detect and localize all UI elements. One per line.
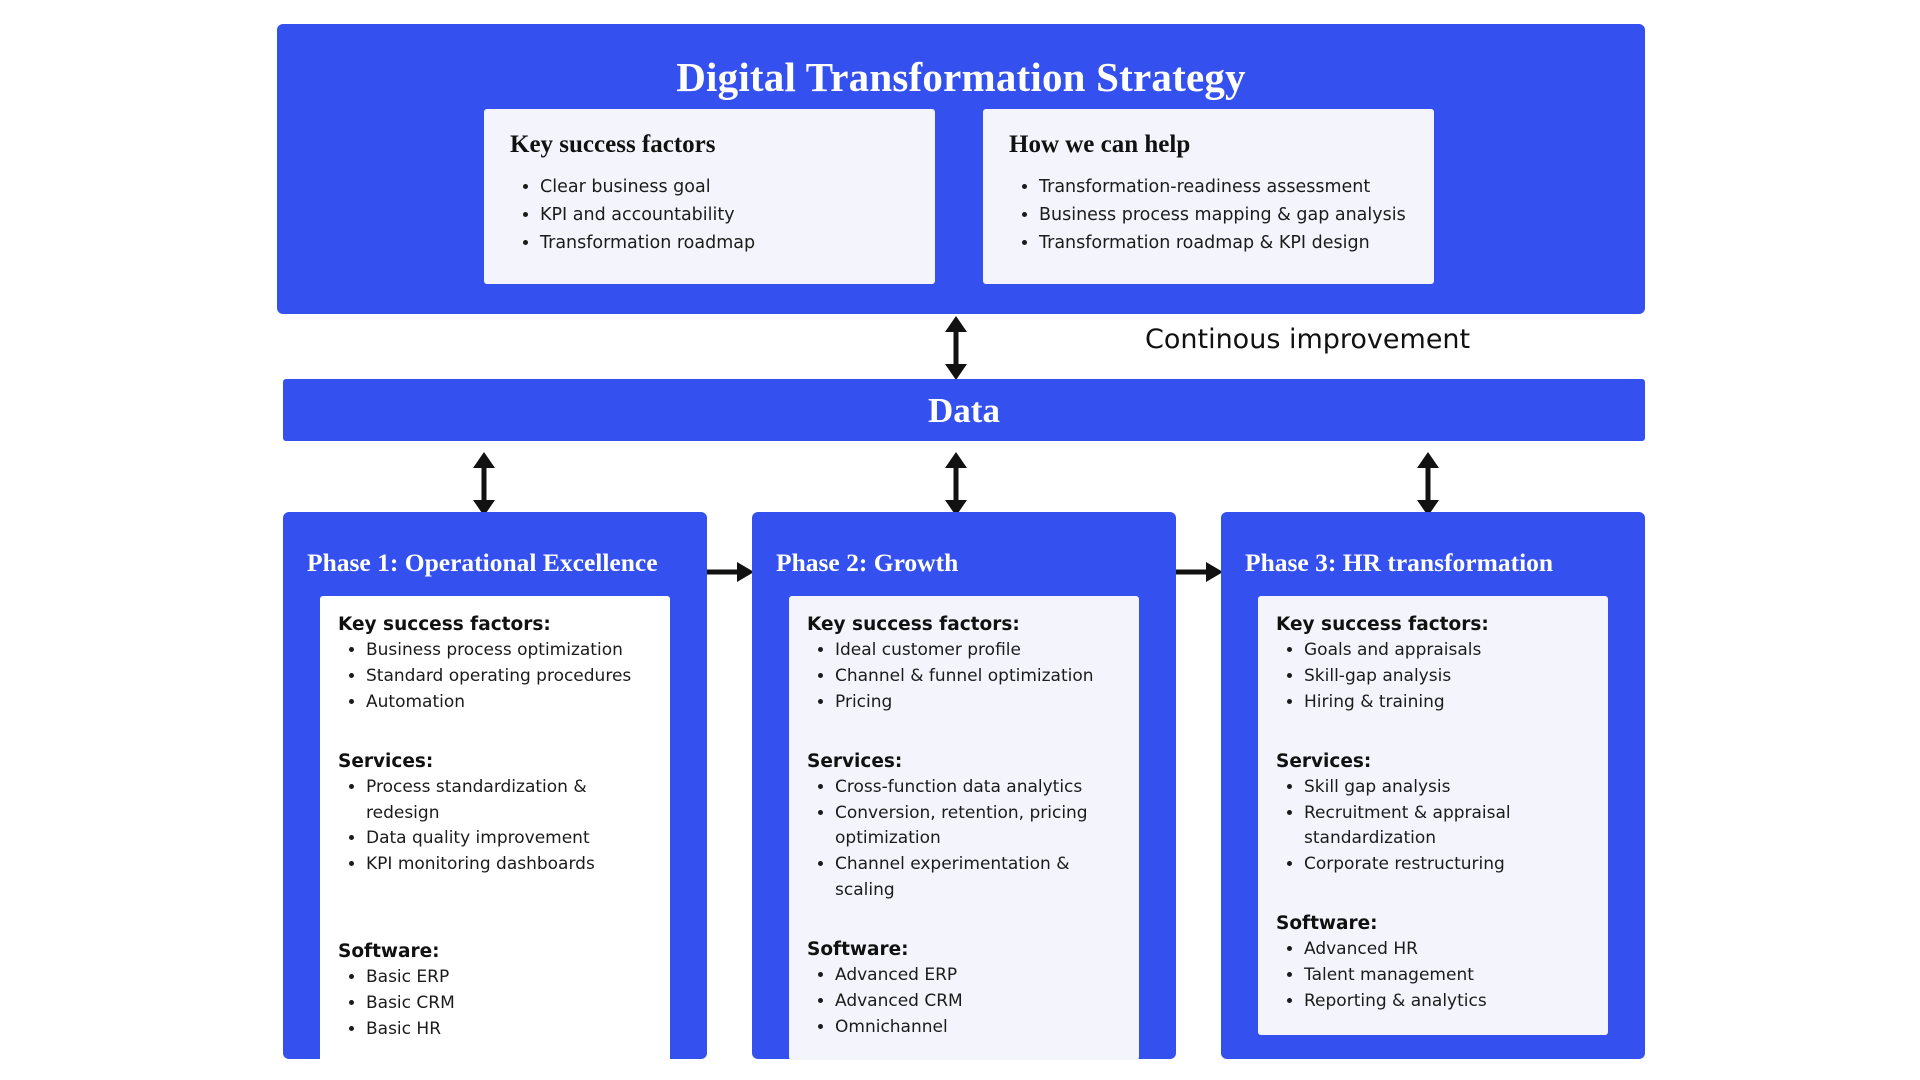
list-item: KPI and accountability [540,201,909,229]
phase2-to-phase3-arrow-icon [1176,562,1223,582]
list-item: Ideal customer profile [835,638,1121,664]
list-item: Channel experimentation & scaling [835,852,1121,904]
list-item: Business process mapping & gap analysis [1039,201,1408,229]
list-item: Goals and appraisals [1304,638,1590,664]
list-item: Hiring & training [1304,690,1590,716]
list-item: Cross-function data analytics [835,775,1121,801]
list-item: Advanced CRM [835,989,1121,1015]
section-list: Process standardization & redesign Data … [338,775,652,878]
data-bar: Data [283,379,1645,441]
spacer [1276,878,1590,912]
strategy-cards: Key success factors Clear business goal … [484,109,1434,284]
list-item: Corporate restructuring [1304,852,1590,878]
continuous-improvement-label: Continous improvement [1145,324,1471,355]
list-item: Basic CRM [366,991,652,1017]
section-heading: Services: [807,750,903,772]
strategy-to-data-arrow-icon [945,316,967,380]
section-list: Skill gap analysis Recruitment & apprais… [1276,775,1590,878]
section-heading: Services: [338,750,434,772]
section-list: Advanced HR Talent management Reporting … [1276,937,1590,1014]
phase-3-box: Phase 3: HR transformation Key success f… [1221,512,1645,1059]
data-to-phase3-arrow-icon [1417,452,1439,516]
phase-title: Phase 1: Operational Excellence [307,548,658,577]
card-heading: Key success factors [510,131,716,158]
list-item: Conversion, retention, pricing optimizat… [835,801,1121,853]
list-item: Transformation-readiness assessment [1039,173,1408,201]
list-item: Basic HR [366,1017,652,1043]
section-list: Ideal customer profile Channel & funnel … [807,638,1121,715]
section-heading: Software: [807,938,909,960]
list-item: Basic ERP [366,965,652,991]
spacer [338,878,652,940]
list-item: Recruitment & appraisal standardization [1304,801,1590,853]
phase-2-box: Phase 2: Growth Key success factors: Ide… [752,512,1176,1061]
phase-title: Phase 3: HR transformation [1245,548,1554,577]
list-item: Business process optimization [366,638,652,664]
section-heading: Key success factors: [1276,614,1489,635]
section-list: Basic ERP Basic CRM Basic HR [338,965,652,1042]
section-list: Business process optimization Standard o… [338,638,652,715]
section-list: Advanced ERP Advanced CRM Omnichannel [807,963,1121,1040]
spacer [807,904,1121,938]
list-item: Transformation roadmap [540,229,909,257]
list-item: Skill gap analysis [1304,775,1590,801]
phase-2-detail-card: Key success factors: Ideal customer prof… [789,596,1139,1061]
list-item: Standard operating procedures [366,664,652,690]
strategy-panel: Digital Transformation Strategy Key succ… [277,24,1645,314]
section-heading: Key success factors: [807,614,1020,635]
list-item: Skill-gap analysis [1304,664,1590,690]
spacer [338,716,652,750]
section-list: Cross-function data analytics Conversion… [807,775,1121,904]
section-heading: Software: [338,941,440,963]
list-item: KPI monitoring dashboards [366,852,652,878]
phase-3-detail-card: Key success factors: Goals and appraisal… [1258,596,1608,1035]
phase-row: Phase 1: Operational Excellence Key succ… [283,512,1645,1063]
list-item: Omnichannel [835,1015,1121,1041]
list-item: Reporting & analytics [1304,989,1590,1015]
section-list: Goals and appraisals Skill-gap analysis … [1276,638,1590,715]
spacer [807,716,1121,750]
section-heading: Key success factors: [338,614,551,635]
list-item: Transformation roadmap & KPI design [1039,229,1408,257]
data-to-phase2-arrow-icon [945,452,967,516]
list-item: Clear business goal [540,173,909,201]
card-heading: How we can help [1009,131,1191,158]
list-item: Data quality improvement [366,826,652,852]
phase-1-detail-card: Key success factors: Business process op… [320,596,670,1063]
section-heading: Software: [1276,913,1378,935]
list-item: Advanced HR [1304,937,1590,963]
card-bullet-list: Transformation-readiness assessment Busi… [1009,173,1408,258]
how-we-can-help-card: How we can help Transformation-readiness… [983,109,1434,284]
data-to-phase1-arrow-icon [473,452,495,516]
phase-title: Phase 2: Growth [776,548,959,577]
card-bullet-list: Clear business goal KPI and accountabili… [510,173,909,258]
spacer [1276,716,1590,750]
list-item: Channel & funnel optimization [835,664,1121,690]
list-item: Advanced ERP [835,963,1121,989]
list-item: Talent management [1304,963,1590,989]
phase1-to-phase2-arrow-icon [707,562,754,582]
page-title: Digital Transformation Strategy [676,54,1246,100]
key-success-factors-card: Key success factors Clear business goal … [484,109,935,284]
list-item: Pricing [835,690,1121,716]
list-item: Process standardization & redesign [366,775,652,827]
section-heading: Services: [1276,750,1372,772]
list-item: Automation [366,690,652,716]
phase-1-box: Phase 1: Operational Excellence Key succ… [283,512,707,1063]
data-bar-label: Data [928,390,1000,430]
